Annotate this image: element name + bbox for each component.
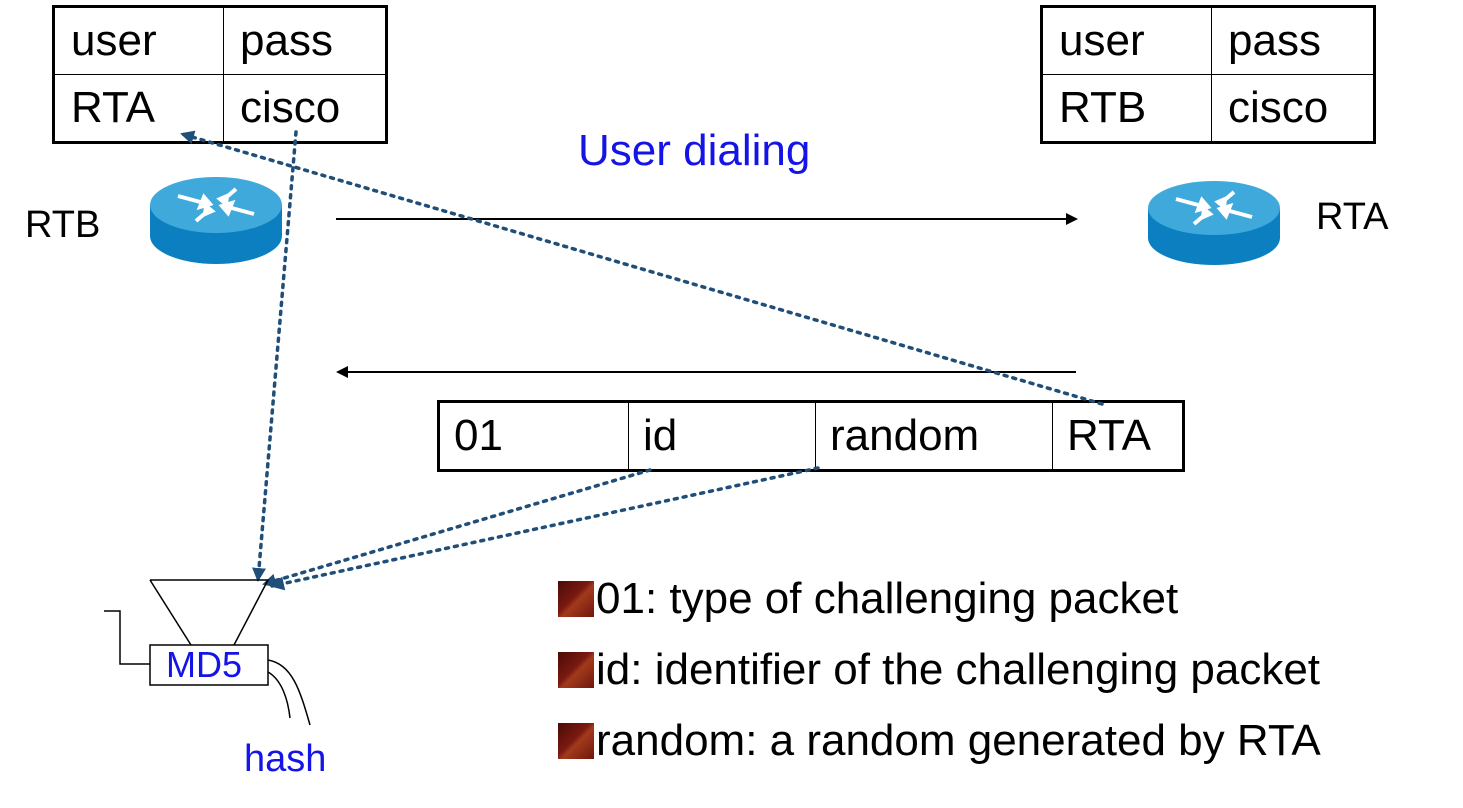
table-header-pass: pass (1211, 6, 1375, 75)
md5-funnel (149, 579, 270, 646)
router-icon (150, 177, 282, 264)
table-header-pass: pass (223, 6, 387, 75)
router-label-left: RTB (25, 204, 101, 246)
hash-label: hash (244, 738, 327, 780)
bullet-square-icon (558, 723, 594, 759)
bullet-square-icon (558, 581, 594, 617)
md5-label: MD5 (166, 644, 243, 685)
table-cell-pass: cisco (1211, 74, 1375, 143)
table-cell-pass: cisco (223, 74, 387, 143)
md5-output-line (267, 659, 311, 726)
diagram-title: User dialing (578, 126, 811, 175)
router-icon (1148, 181, 1280, 265)
credential-table-left: user pass RTA cisco (52, 5, 388, 144)
bullet-item: 01: type of challenging packet (558, 574, 1178, 624)
router-label-right: RTA (1316, 196, 1389, 238)
bullet-text: 01: type of challenging packet (596, 574, 1179, 623)
dotted-link-random (270, 466, 820, 591)
table-header-user: user (53, 6, 224, 75)
table-header-user: user (1041, 6, 1212, 75)
dotted-link-password (252, 130, 298, 582)
packet-field-random: random (815, 401, 1053, 471)
dotted-link-id (262, 468, 652, 588)
packet-field-name: RTA (1052, 401, 1184, 471)
table-cell-user: RTB (1041, 74, 1212, 143)
md5-input-line (104, 610, 150, 665)
packet-field-id: id (628, 401, 816, 471)
dotted-link-name-lookup (180, 130, 1104, 406)
credential-table-right: user pass RTB cisco (1040, 5, 1376, 144)
bullet-text: id: identifier of the challenging packet (596, 645, 1321, 694)
challenge-packet: 01 id random RTA (437, 400, 1185, 472)
bullet-text: random: a random generated by RTA (596, 716, 1321, 765)
md5-box (149, 644, 269, 686)
packet-field-code: 01 (438, 401, 629, 471)
bullet-item: id: identifier of the challenging packet (558, 645, 1320, 695)
table-cell-user: RTA (53, 74, 224, 143)
bullet-item: random: a random generated by RTA (558, 716, 1321, 766)
bullet-square-icon (558, 652, 594, 688)
